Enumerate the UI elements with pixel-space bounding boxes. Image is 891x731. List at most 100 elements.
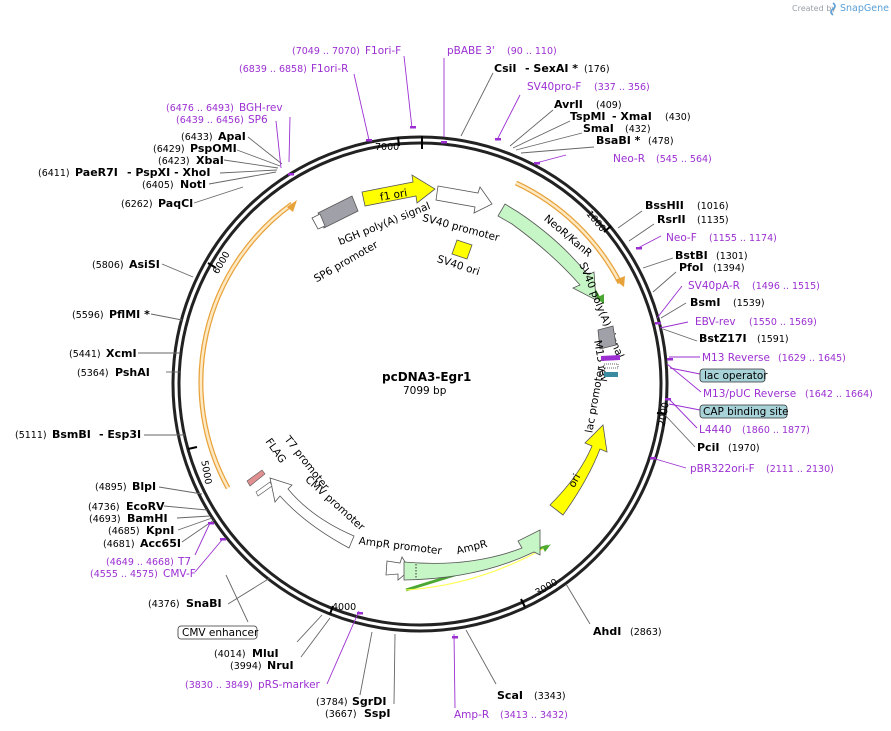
svg-text:BGH-rev: BGH-rev [239,102,283,114]
svg-text:(4014): (4014) [214,649,246,660]
primer-l4440[interactable]: L4440 (1860 .. 1877) [699,424,810,436]
svg-text:(5441): (5441) [69,349,101,360]
primer-bgh-rev[interactable]: (6476 .. 6493) BGH-rev [166,102,283,114]
leader-lines [138,72,698,705]
enzyme-smai[interactable]: SmaI (432) [583,122,651,135]
enzyme-tspmi[interactable]: TspMI - XmaI (430) [570,110,691,123]
enzyme-bsmbi[interactable]: (5111) BsmBI - Esp3I [15,428,141,441]
svg-text:EcoRV: EcoRV [126,500,165,513]
primer-ebv-rev[interactable]: EBV-rev (1550 .. 1569) [695,316,817,328]
enzyme-pfoi[interactable]: PfoI (1394) [679,261,745,274]
enzyme-bstz17i[interactable]: BstZ17I (1591) [699,332,789,345]
enzyme-kpni[interactable]: (4685) KpnI [108,524,174,537]
svg-text:(6433): (6433) [181,132,213,143]
svg-text:(1539): (1539) [733,298,765,309]
svg-text:NruI: NruI [267,659,294,672]
enzyme-snabi[interactable]: (4376) SnaBI [148,597,222,610]
tick-4000: 4000 [329,602,356,615]
enzyme-nrui[interactable]: (3994) NruI [230,659,294,672]
svg-text:(409): (409) [596,100,622,111]
svg-text:CAP binding site: CAP binding site [703,406,789,418]
primer-f1ori-r[interactable]: (6839 .. 6858) F1ori-R [239,63,348,75]
svg-text:- PspXI - XhoI: - PspXI - XhoI [127,166,210,179]
feature-label-ampr: AmpR [455,538,488,557]
enzyme-ecorv[interactable]: (4736) EcoRV [88,500,165,513]
feature-sv40-promoter [435,185,493,214]
enzyme-apai[interactable]: (6433) ApaI [181,130,246,143]
enzyme-bsmi[interactable]: BsmI (1539) [690,296,765,309]
primer-neo-f[interactable]: Neo-F (1155 .. 1174) [666,232,777,244]
svg-text:RsrII: RsrII [657,213,686,226]
feature-box-cmv-enhancer[interactable]: CMV enhancer [177,625,259,640]
svg-text:PflMI *: PflMI * [109,308,150,321]
enzyme-pshai[interactable]: (5364) PshAI [77,366,150,379]
enzyme-pcii[interactable]: PciI (1970) [697,441,760,454]
enzyme-ahdi[interactable]: AhdI (2863) [593,625,662,638]
enzyme-acc65i[interactable]: (4681) Acc65I [103,537,181,550]
primer-sv40pro-f[interactable]: SV40pro-F (337 .. 356) [527,81,650,93]
primer-neo-r[interactable]: Neo-R (545 .. 564) [613,153,712,165]
enzyme-blpi[interactable]: (4895) BlpI [95,480,156,493]
svg-text:(1550 .. 1569): (1550 .. 1569) [749,317,817,328]
svg-text:(478): (478) [648,136,674,147]
enzyme-csii[interactable]: CsiI - SexAI * (176) [494,62,610,75]
primer-cmv-f[interactable]: (4555 .. 4575) CMV-F [90,568,196,580]
svg-text:BamHI: BamHI [127,512,168,525]
enzyme-sgrdi[interactable]: (3784) SgrDI [316,695,386,708]
primer-pbr322ori-f[interactable]: pBR322ori-F (2111 .. 2130) [690,463,834,475]
svg-text:(4649 .. 4668): (4649 .. 4668) [106,557,174,568]
enzyme-paer7i[interactable]: (6411) PaeR7I - PspXI - XhoI [38,166,210,179]
enzyme-xcmi[interactable]: (5441) XcmI [69,347,137,360]
primer-m13-reverse[interactable]: M13 Reverse (1629 .. 1645) [702,352,846,364]
brand-snapgene: SnapGene [840,3,889,14]
svg-text:(6411): (6411) [38,168,70,179]
svg-text:(1016): (1016) [697,201,729,212]
svg-text:(4685): (4685) [108,526,140,537]
svg-text:f1 ori: f1 ori [379,187,408,204]
primer-prs-marker[interactable]: (3830 .. 3849) pRS-marker [185,679,321,691]
enzyme-pflmi[interactable]: (5596) PflMI * [72,308,150,321]
feature-bgh-polya [311,195,359,230]
enzyme-bamhi[interactable]: (4693) BamHI [89,512,168,525]
enzyme-avrii[interactable]: AvrII (409) [554,98,622,111]
feature-sv40-ori [451,239,473,260]
feature-box-lac-operator[interactable]: lac operator [699,368,768,383]
svg-text:XbaI: XbaI [196,154,224,167]
primer-t7[interactable]: (4649 .. 4668) T7 [106,556,191,568]
svg-text:L4440: L4440 [699,424,732,436]
svg-text:(1629 .. 1645): (1629 .. 1645) [778,353,846,364]
svg-text:- SexAI *: - SexAI * [525,62,578,75]
svg-text:(4555 .. 4575): (4555 .. 4575) [90,569,158,580]
svg-text:M13/pUC Reverse: M13/pUC Reverse [703,388,796,400]
svg-text:SV40pA-R: SV40pA-R [688,280,740,292]
enzyme-bstbi[interactable]: BstBI (1301) [675,249,748,262]
primer-amp-r[interactable]: Amp-R (3413 .. 3432) [454,709,568,721]
svg-text:(6476 .. 6493): (6476 .. 6493) [166,103,234,114]
primer-sp6[interactable]: (6439 .. 6456) SP6 [176,114,268,126]
primer-f1ori-f[interactable]: (7049 .. 7070) F1ori-F [292,45,401,57]
svg-text:(1970): (1970) [728,443,760,454]
primer-sv40pa-r[interactable]: SV40pA-R (1496 .. 1515) [688,280,820,292]
enzyme-pspomi[interactable]: (6429) PspOMI [153,142,237,155]
primer-m13-puc-reverse[interactable]: M13/pUC Reverse (1642 .. 1664) [703,388,873,400]
tick-7000: 7000 [375,136,400,153]
enzyme-sspi[interactable]: (3667) SspI [325,707,390,720]
enzyme-noti[interactable]: (6405) NotI [142,178,206,191]
svg-text:SmaI: SmaI [583,122,614,135]
feature-box-cap-binding-site[interactable]: CAP binding site [699,404,789,419]
enzyme-scai[interactable]: ScaI (3343) [497,689,566,702]
svg-text:ApaI: ApaI [218,130,246,143]
svg-text:PshAI: PshAI [115,366,150,379]
primer-pbabe3[interactable]: pBABE 3' (90 .. 110) [447,45,557,57]
enzyme-bsabi[interactable]: BsaBI * (478) [596,134,674,147]
enzyme-xbai[interactable]: (6423) XbaI [158,154,224,167]
svg-text:(6429): (6429) [153,144,185,155]
svg-text:pRS-marker: pRS-marker [258,679,321,691]
enzyme-bsshii[interactable]: BssHII (1016) [645,199,729,212]
enzyme-mlui[interactable]: (4014) MluI [214,647,279,660]
tick-5000: 5000 [187,446,213,485]
enzyme-paqci[interactable]: (6262) PaqCI [121,197,193,210]
enzyme-rsrii[interactable]: RsrII (1135) [657,213,729,226]
enzyme-asisi[interactable]: (5806) AsiSI [92,258,160,271]
